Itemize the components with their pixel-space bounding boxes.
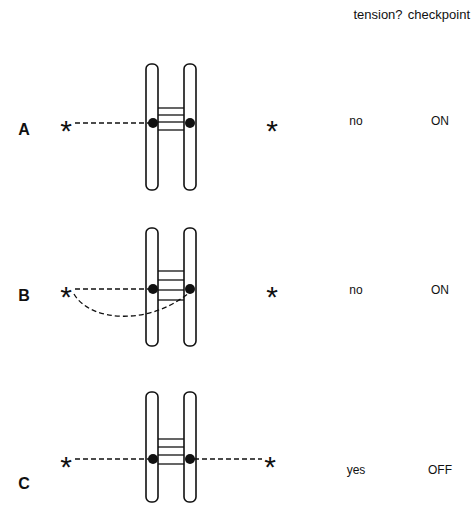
chromatid xyxy=(146,64,158,190)
cohesin xyxy=(158,114,184,115)
spindle-pole: * xyxy=(60,452,72,482)
microtubule xyxy=(75,122,150,123)
cohesin xyxy=(158,454,184,455)
chromatid xyxy=(184,64,196,190)
row-letter: B xyxy=(18,288,30,304)
kinetochore xyxy=(148,284,158,294)
chromosome-group xyxy=(146,64,196,502)
chromatid xyxy=(146,392,158,502)
kinetochore xyxy=(185,284,195,294)
spindle-pole: * xyxy=(60,116,72,146)
kinetochore xyxy=(148,454,158,464)
spindle-pole: * xyxy=(264,452,276,482)
table-cell: no xyxy=(349,115,362,127)
cohesin xyxy=(158,279,184,280)
table-cell: ON xyxy=(431,115,449,127)
row-letter: C xyxy=(18,476,30,492)
microtubule xyxy=(194,458,262,459)
microtubule xyxy=(74,292,190,316)
microtubule xyxy=(75,288,150,289)
cohesin xyxy=(158,289,184,290)
kinetochore xyxy=(185,454,195,464)
microtubules xyxy=(74,123,262,459)
cohesin xyxy=(158,129,184,130)
spindle-pole: * xyxy=(266,282,278,312)
cohesin-rungs xyxy=(158,108,184,464)
chromatid xyxy=(184,228,196,346)
kinetochore xyxy=(148,118,158,128)
table-cell: yes xyxy=(347,464,366,476)
cohesin xyxy=(158,463,184,464)
table-cell: OFF xyxy=(428,464,452,476)
column-heading: checkpoint xyxy=(408,8,470,21)
row-letter: A xyxy=(18,122,30,138)
spindle-pole: * xyxy=(60,282,72,312)
cohesin xyxy=(158,270,184,271)
chromatid xyxy=(184,392,196,502)
spindle-pole: * xyxy=(266,116,278,146)
cohesin xyxy=(158,446,184,447)
kinetochores xyxy=(148,118,195,464)
column-heading: tension? xyxy=(353,8,402,21)
table-cell: no xyxy=(349,284,362,296)
kinetochore xyxy=(185,118,195,128)
microtubule xyxy=(75,458,150,459)
cohesin xyxy=(158,438,184,439)
cohesin xyxy=(158,107,184,108)
chromatid xyxy=(146,228,158,346)
cohesin xyxy=(158,121,184,122)
table-cell: ON xyxy=(431,284,449,296)
